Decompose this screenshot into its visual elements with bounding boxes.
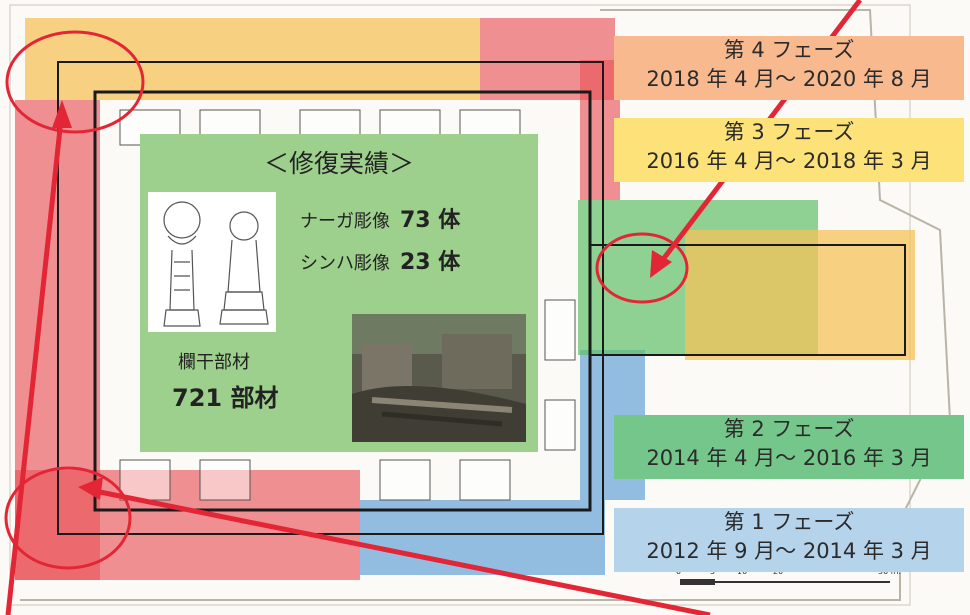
east-wing bbox=[590, 244, 906, 356]
photo-illustration bbox=[352, 314, 526, 442]
phase-4-label: 第 4 フェーズ 2018 年 4 月～ 2020 年 8 月 bbox=[614, 36, 964, 100]
arrow-head-northwest bbox=[52, 100, 72, 128]
restored-balustrade-photo bbox=[352, 314, 526, 442]
zone-phase1-bottom bbox=[360, 500, 605, 575]
simha-value: 23 体 bbox=[400, 250, 461, 275]
phase-2-period: 2014 年 4 月～ 2016 年 3 月 bbox=[646, 446, 932, 470]
phase-2-label: 第 2 フェーズ 2014 年 4 月～ 2016 年 3 月 bbox=[614, 415, 964, 479]
arrow-heads bbox=[52, 100, 672, 500]
arrow-to-southwest bbox=[89, 487, 711, 615]
outer-gallery bbox=[57, 61, 604, 535]
balustrade-parts-label: 欄干部材 bbox=[178, 352, 250, 373]
statue-line-drawing bbox=[163, 201, 269, 327]
naga-label: ナーガ彫像 bbox=[300, 211, 390, 232]
arrow-head-east bbox=[650, 250, 672, 278]
arrow-to-northwest bbox=[5, 109, 65, 615]
phase-3-label: 第 3 フェーズ 2016 年 4 月～ 2018 年 3 月 bbox=[614, 118, 964, 182]
phase-3-name: 第 3 フェーズ bbox=[723, 120, 855, 144]
phase-2-name: 第 2 フェーズ bbox=[723, 417, 855, 441]
circle-southwest bbox=[4, 466, 132, 570]
simha-label: シンハ彫像 bbox=[300, 253, 390, 274]
circle-east bbox=[595, 232, 689, 304]
naga-value: 73 体 bbox=[400, 208, 461, 233]
phase-1-name: 第 1 フェーズ bbox=[723, 510, 855, 534]
summary-title: ＜修復実績＞ bbox=[263, 149, 414, 178]
statue-illustrations bbox=[148, 192, 276, 332]
zone-phase3-top bbox=[25, 18, 480, 100]
phase-1-label: 第 1 フェーズ 2012 年 9 月～ 2014 年 3 月 bbox=[614, 508, 964, 572]
zone-phase3-east bbox=[685, 230, 915, 360]
arrow-head-southwest bbox=[78, 477, 103, 500]
gallery-outlines bbox=[57, 61, 906, 535]
highlight-circles bbox=[4, 30, 689, 570]
balustrade-parts-value: 721 部材 bbox=[172, 384, 279, 412]
inner-gallery bbox=[93, 90, 592, 512]
circle-northwest bbox=[5, 30, 145, 134]
naga-stat: ナーガ彫像 73 体 bbox=[300, 202, 460, 234]
phase-4-name: 第 4 フェーズ bbox=[723, 38, 855, 62]
phase-3-period: 2016 年 4 月～ 2018 年 3 月 bbox=[646, 149, 932, 173]
phase-1-period: 2012 年 9 月～ 2014 年 3 月 bbox=[646, 539, 932, 563]
simha-stat: シンハ彫像 23 体 bbox=[300, 244, 460, 276]
zone-phase4-bottom bbox=[15, 470, 360, 580]
zone-phase4-right bbox=[580, 60, 620, 200]
restoration-summary-panel: ＜修復実績＞ ナーガ彫像 73 体 シンハ彫像 23 体 bbox=[140, 134, 538, 452]
phase-4-period: 2018 年 4 月～ 2020 年 8 月 bbox=[646, 67, 932, 91]
